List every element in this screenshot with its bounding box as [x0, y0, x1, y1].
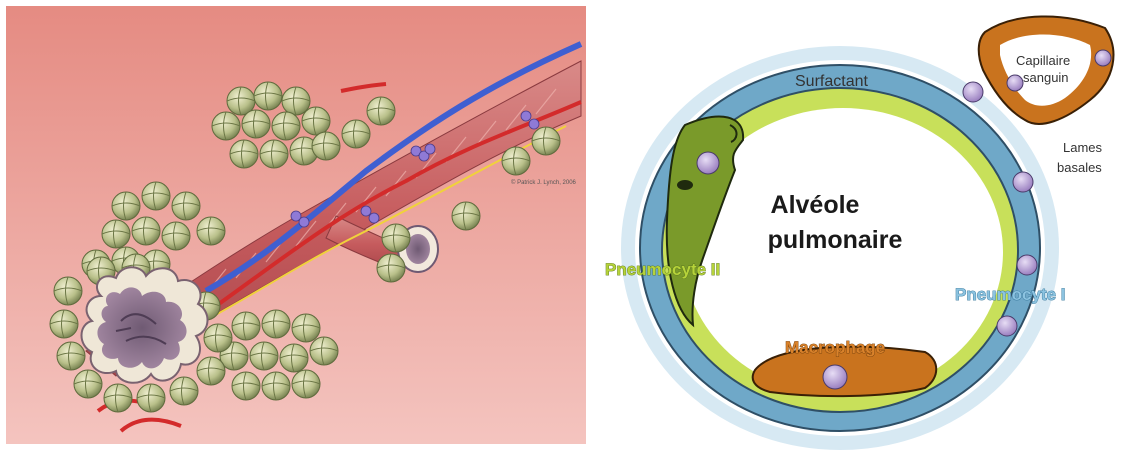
diagram-title-line1: Alvéole	[771, 191, 860, 219]
diagram-title-line2: pulmonaire	[768, 226, 903, 254]
lamellar-body	[677, 180, 693, 190]
macrophage-nucleus	[823, 365, 847, 389]
alveolus-diagram: Surfactant Capillaire sanguin Lames basa…	[595, 0, 1125, 450]
illustration-credit: © Patrick J. Lynch, 2006	[511, 179, 577, 186]
basal-lamina-label-line2: basales	[1057, 160, 1102, 175]
capillary-label-line2: sanguin	[1023, 70, 1069, 85]
capillary-nucleus-2	[1007, 75, 1023, 91]
alveolus-svg: Surfactant Capillaire sanguin Lames basa…	[595, 0, 1125, 450]
basal-lamina-label-line1: Lames	[1063, 140, 1103, 155]
pneumocyte1-label: Pneumocyte I	[955, 285, 1066, 304]
pneumocyte2-label: Pneumocyte II	[605, 260, 720, 279]
capillary-label-line1: Capillaire	[1016, 53, 1070, 68]
bronchiole-illustration: © Patrick J. Lynch, 2006	[6, 6, 586, 444]
macrophage-label: Macrophage	[785, 338, 885, 357]
bronchiole-svg: © Patrick J. Lynch, 2006	[6, 6, 586, 444]
surfactant-label: Surfactant	[795, 73, 868, 90]
type2-nucleus	[697, 152, 719, 174]
capillary-nucleus	[1095, 50, 1111, 66]
